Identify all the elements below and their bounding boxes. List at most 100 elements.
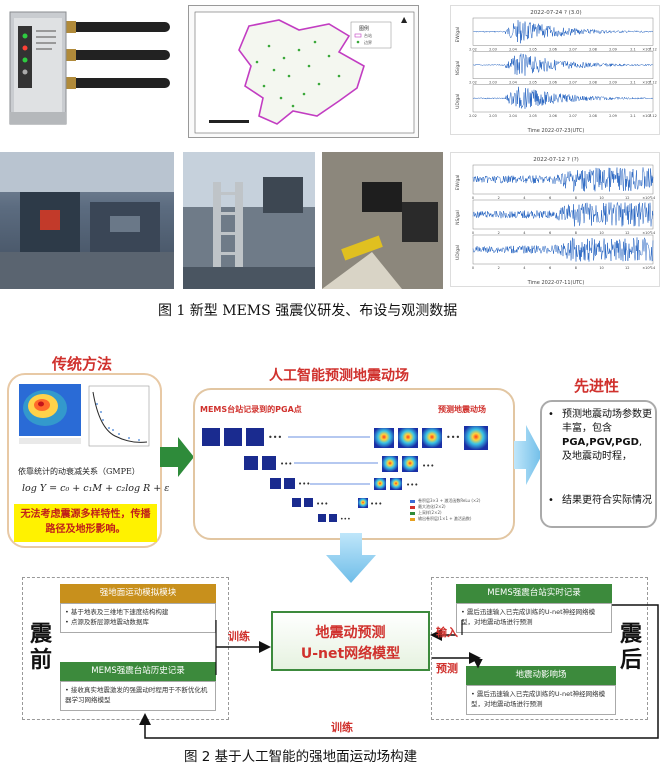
seis-tick-label: 14	[651, 231, 656, 235]
sim-module-body: • 基于地表及三维地下速度结构构建 • 点源及断层源地震动数据库	[60, 603, 216, 633]
seis-tick-label: 2.06	[549, 114, 557, 118]
sim-module-item-2: • 点源及断层源地震动数据库	[65, 618, 149, 626]
seis-tick-label: 8	[575, 196, 577, 200]
seis-tick-label: 8	[575, 231, 577, 235]
seis-channel-label: UD/gal	[455, 245, 461, 260]
unet-legend-2: 最大池化(2×2)	[418, 504, 446, 509]
center-model-line2: U-net网络模型	[300, 646, 401, 662]
realtime-item-1: • 震后迅速输入已完成训练的U-net神经网络模型，对地震动场进行预测	[461, 608, 596, 626]
seis-tick-label: 2.09	[609, 47, 617, 51]
history-item-1: • 接收真实地震激发的强震动时程用于不断优化机器学习网络模型	[65, 686, 208, 704]
seis-xlabel: Time 2022-07-11(UTC)	[527, 280, 585, 286]
traditional-note: 无法考虑震源多样特性，传播路径及地形影响。	[14, 504, 157, 542]
unet-legend-4: 输出卷积层(1×1 + 激活函数)	[418, 516, 472, 521]
seis-tick-label: 2.04	[509, 47, 518, 51]
lab-photo	[0, 152, 174, 289]
seis-tick-label: 6	[549, 266, 551, 270]
unet-diagram: ••• ••• ••• ••• ••• ••• ••• •••	[198, 418, 510, 536]
seis-tick-label: 2.04	[509, 81, 518, 85]
seis-tick-label: 2.03	[489, 81, 497, 85]
unet-architecture-illustration: ••• ••• ••• ••• ••• ••• ••• •••	[202, 426, 488, 523]
seis-title: 2022-07-12 ? (?)	[533, 157, 579, 163]
seis-tick-label: 2.03	[489, 47, 497, 51]
seis-tick-label: 2.1	[630, 114, 636, 118]
seis-tick-label: 4	[523, 231, 526, 235]
map-legend-item-2: 边界	[364, 39, 372, 45]
seis-channel-label: NS/gal	[455, 61, 461, 76]
seis-tick-label: 14	[651, 196, 656, 200]
svg-text:•••: •••	[370, 500, 382, 508]
seis-tick-label: 12	[625, 231, 629, 235]
seis-tick-label: 6	[549, 196, 551, 200]
influence-item-1: • 震后迅速输入已完成训练的U-net神经网络模型，对地震动场进行预测	[471, 690, 606, 708]
ai-left-label: MEMS台站记录到的PGA点	[200, 405, 302, 414]
seis-tick-label: 10	[599, 266, 603, 270]
mems-device-illustration	[9, 11, 170, 125]
train-left-label: 训练	[228, 630, 250, 643]
advanced-bullet-1-bold: PGA,PGV,PGD	[562, 437, 639, 448]
seis-exp-label: ×10⁴	[642, 47, 651, 51]
seis-tick-label: 2.12	[649, 114, 657, 118]
seis-tick-label: 2.05	[529, 47, 537, 51]
seis-tick-label: 2	[498, 196, 500, 200]
station-map: 图例 台站 边界 ▲	[188, 5, 419, 138]
seis-tick-label: 4	[523, 196, 526, 200]
seis-waveform	[472, 237, 654, 262]
svg-text:•••: •••	[406, 481, 418, 489]
seis-tick-label: 2.1	[630, 47, 636, 51]
seis-tick-label: 12	[625, 196, 629, 200]
seis-tick-label: 12	[625, 266, 629, 270]
seis-tick-label: 2.05	[529, 81, 537, 85]
seis-tick-label: 2.06	[549, 81, 557, 85]
svg-text:•••: •••	[316, 500, 328, 508]
rooftop-photo	[183, 152, 315, 289]
installation-photo	[322, 152, 443, 289]
before-label-1: 震	[29, 622, 52, 647]
after-region	[431, 577, 648, 720]
bullet-dot-1: •	[548, 409, 554, 420]
figure2-caption: 图 2 基于人工智能的强地面运动场构建	[184, 749, 418, 765]
flow-arrows	[139, 604, 659, 739]
seis-xlabel: Time 2022-07-23(UTC)	[527, 128, 585, 134]
ai-title: 人工智能预测地震动场	[269, 368, 409, 384]
advanced-bullet-1-post: ,及地震动时程，	[562, 437, 643, 462]
predict-label: 预测	[436, 662, 458, 675]
arrow-to-ai-icon	[160, 437, 194, 477]
seis-channel-label: EW/gal	[455, 175, 461, 191]
figure1-caption: 图 1 新型 MEMS 强震仪研发、布设与观测数据	[158, 303, 458, 319]
seis-channel-label: EW/gal	[455, 27, 461, 43]
north-arrow-icon: ▲	[401, 15, 408, 24]
seis-waveform	[472, 201, 654, 227]
seis-tick-label: 2.07	[569, 81, 577, 85]
after-label-2: 后	[619, 648, 642, 673]
rooftop-photo-illustration	[183, 152, 315, 289]
ai-right-label: 预测地震动场	[438, 405, 486, 414]
seis-exp-label: ×10⁴	[642, 231, 651, 235]
seis-tick-label: 4	[523, 266, 526, 270]
mems-device-photo	[0, 0, 179, 138]
svg-text:•••: •••	[280, 460, 292, 468]
history-body: • 接收真实地震激发的强震动时程用于不断优化机器学习网络模型	[60, 681, 216, 711]
gmpe-label: 依靠统计的动衰减关系（GMPE）	[18, 467, 140, 476]
history-title: MEMS强震台站历史记录	[60, 662, 216, 682]
realtime-body: • 震后迅速输入已完成训练的U-net神经网络模型，对地震动场进行预测	[456, 603, 612, 633]
unet-legend-3: 上采样(2×2)	[418, 510, 442, 515]
seis-tick-label: 2.07	[569, 114, 577, 118]
svg-text:•••: •••	[446, 433, 460, 442]
center-model-line1: 地震动预测	[315, 625, 386, 641]
seis-tick-label: 0	[472, 231, 474, 235]
seis-tick-label: 2.08	[589, 81, 597, 85]
unet-legend-1: 卷积层3×3 + 激活函数ReLu (×2)	[418, 498, 481, 503]
advanced-bullet-1-pre: 预测地震动场参数更丰富，包含	[562, 409, 652, 434]
svg-text:•••: •••	[298, 480, 310, 488]
lab-photo-illustration	[0, 152, 174, 289]
seis-tick-label: 6	[549, 231, 551, 235]
seis-tick-label: 2.06	[549, 47, 557, 51]
svg-text:•••: •••	[268, 433, 282, 442]
seis-exp-label: ×10⁴	[642, 81, 651, 85]
before-label-2: 前	[29, 648, 52, 673]
seis-tick-label: 0	[472, 196, 474, 200]
after-label-1: 震	[619, 622, 642, 647]
advanced-bullet-2: • 结果更符合实际情况	[548, 494, 652, 508]
